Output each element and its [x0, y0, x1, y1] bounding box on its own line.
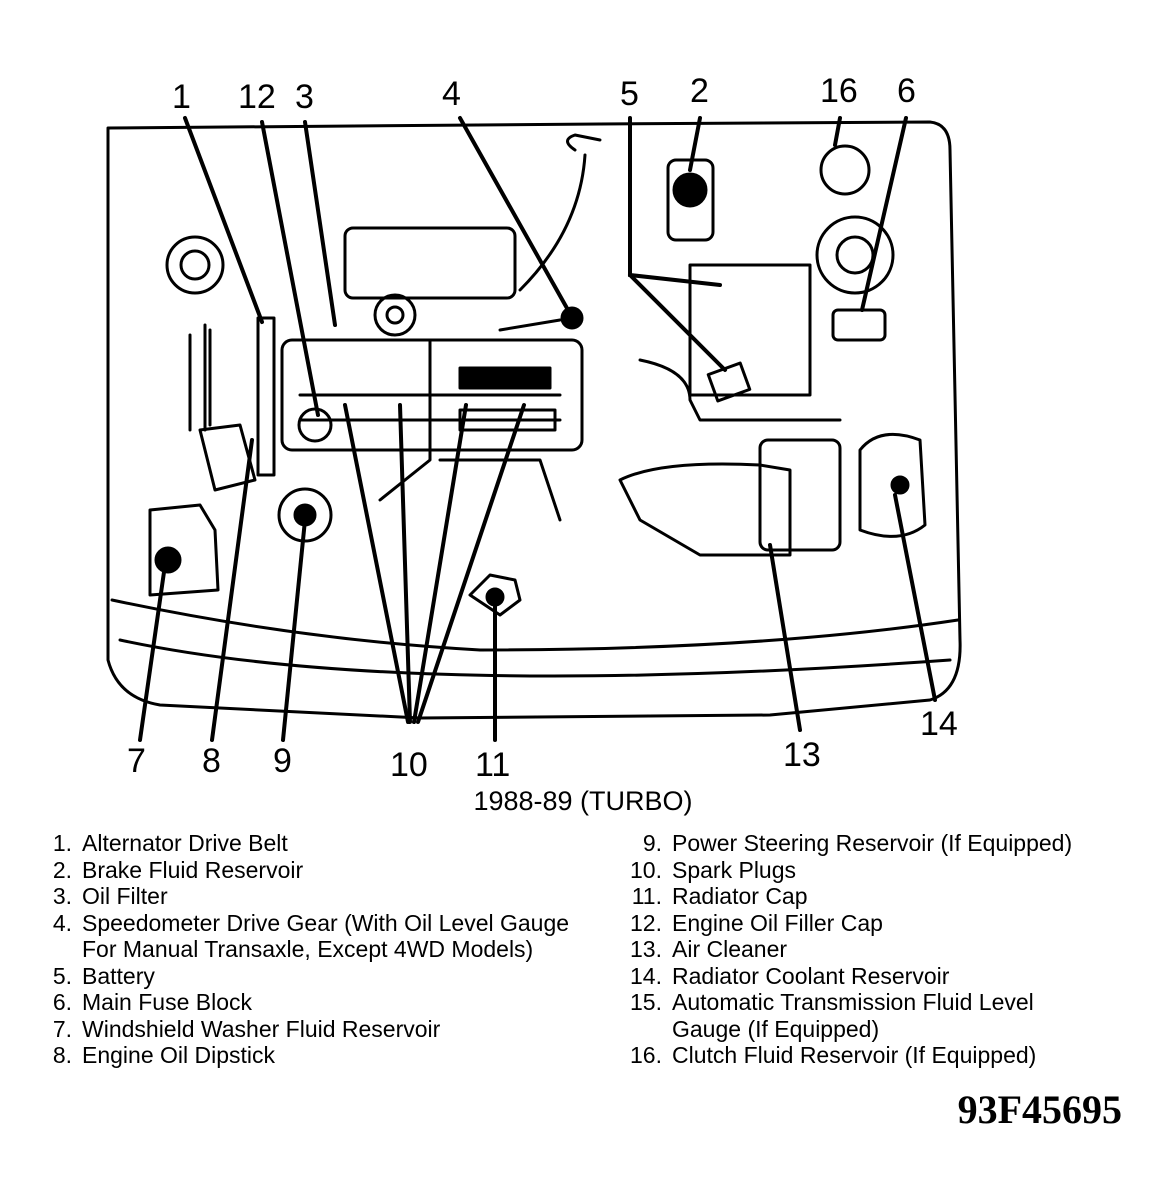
main-fuse-block: [831, 308, 887, 342]
legend-text: Air Cleaner: [672, 936, 788, 962]
legend-number: 16.: [630, 1042, 662, 1068]
battery: [688, 263, 812, 397]
legend-number: 9.: [642, 830, 662, 856]
callout-6: 6: [897, 72, 916, 110]
legend-number: 10.: [630, 856, 662, 883]
washer-reservoir: [148, 503, 220, 597]
legend-number: 13.: [630, 936, 662, 962]
legend-number: 4.: [52, 909, 72, 936]
legend-number: 7.: [52, 1015, 72, 1042]
callout-9: 9: [273, 742, 292, 780]
legend-number: 6.: [52, 989, 72, 1015]
air-cleaner-top: [343, 226, 517, 300]
legend-left: 1. Alternator Drive Belt 2. Brake Fluid Res…: [28, 830, 638, 1069]
strut-tower-right: [815, 215, 895, 295]
legend-number: 5.: [52, 962, 72, 989]
legend-item: 7. Windshield Washer Fluid Reservoir: [28, 1016, 638, 1043]
legend-item: 3. Oil Filter: [28, 883, 638, 910]
legend-item: 6. Main Fuse Block: [28, 989, 638, 1016]
legend-item: 1. Alternator Drive Belt: [28, 830, 638, 857]
cylinder-head: [280, 338, 584, 452]
legend-text: Power Steering Reservoir (If Equipped): [672, 830, 1073, 856]
bumper-line: [110, 598, 960, 652]
callout-4: 4: [442, 75, 461, 113]
legend-text: Radiator Coolant Reservoir: [672, 962, 950, 989]
legend-number: 14.: [630, 962, 662, 989]
legend-text: Engine Oil Filler Cap: [672, 909, 883, 936]
legend-number: 15.: [630, 989, 662, 1015]
power-steering-reservoir: [277, 487, 333, 543]
legend-text: Spark Plugs: [672, 856, 797, 883]
legend-text: Main Fuse Block: [82, 989, 253, 1015]
legend-text: Battery: [82, 962, 155, 989]
callout-8: 8: [202, 742, 221, 780]
legend-number: 8.: [52, 1042, 72, 1068]
legend-number: 1.: [52, 830, 72, 856]
callout-labels: 1 12 3 4 5 2 16 6 7 8 9 10 11 13 14: [127, 72, 958, 784]
legend-text: Brake Fluid Reservoir: [82, 856, 304, 883]
figure-code: 93F45695: [957, 1087, 1122, 1132]
legend-item: 16. Clutch Fluid Reservoir (If Equipped): [618, 1042, 1158, 1069]
legend-item: 14. Radiator Coolant Reservoir: [618, 963, 1158, 990]
legend-text: Radiator Cap: [672, 883, 808, 909]
oil-filler-cap: [297, 407, 333, 443]
legend-item: 12. Engine Oil Filler Cap: [618, 910, 1158, 937]
air-cleaner: [618, 462, 792, 557]
legend-text: Windshield Washer Fluid Reservoir: [82, 1015, 441, 1042]
legend-item: 5. Battery: [28, 963, 638, 990]
legend-item: 13. Air Cleaner: [618, 936, 1158, 963]
legend-right: 9. Power Steering Reservoir (If Equipped)…: [618, 830, 1158, 1069]
legend-item: 4. Speedometer Drive Gear (With Oil Level…: [28, 910, 638, 963]
legend-text: Automatic Transmission Fluid Level Gauge…: [672, 989, 1034, 1042]
callout-12: 12: [238, 78, 276, 116]
legend-item: 9. Power Steering Reservoir (If Equipped): [618, 830, 1158, 857]
engine-compartment-diagram: 1 12 3 4 5 2 16 6 7 8 9 10 11 13 14: [106, 72, 962, 784]
coolant-reservoir: [858, 432, 927, 538]
callout-5: 5: [620, 75, 639, 113]
legend-text: Clutch Fluid Reservoir (If Equipped): [672, 1042, 1037, 1068]
callout-14: 14: [920, 705, 958, 743]
legend-item: 15. Automatic Transmission Fluid Level Ga…: [618, 989, 1158, 1042]
body-outline: [106, 120, 962, 720]
legend-text: Engine Oil Dipstick: [82, 1042, 276, 1068]
callout-7: 7: [127, 742, 146, 780]
legend-item: 8. Engine Oil Dipstick: [28, 1042, 638, 1069]
legend-text: Speedometer Drive Gear (With Oil Level G…: [82, 909, 570, 963]
legend-number: 12.: [630, 909, 662, 936]
callout-10: 10: [390, 746, 428, 784]
callout-1: 1: [172, 78, 191, 116]
legend-number: 3.: [52, 883, 72, 909]
legend-number: 11.: [631, 883, 662, 909]
callout-2: 2: [690, 72, 709, 110]
legend-item: 2. Brake Fluid Reservoir: [28, 857, 638, 884]
callout-3: 3: [295, 78, 314, 116]
callout-16: 16: [820, 72, 858, 110]
callout-11: 11: [475, 746, 510, 784]
diagram-caption: 1988-89 (TURBO): [473, 786, 693, 816]
callout-13: 13: [783, 736, 821, 774]
legend-number: 2.: [52, 856, 72, 883]
bumper-line-lower: [118, 638, 952, 678]
legend-text: Alternator Drive Belt: [82, 830, 288, 856]
legend-item: 10. Spark Plugs: [618, 857, 1158, 884]
legend-item: 11. Radiator Cap: [618, 883, 1158, 910]
strut-tower-left: [165, 235, 225, 295]
clutch-fluid-reservoir: [819, 144, 871, 196]
legend-text: Oil Filter: [82, 883, 168, 909]
